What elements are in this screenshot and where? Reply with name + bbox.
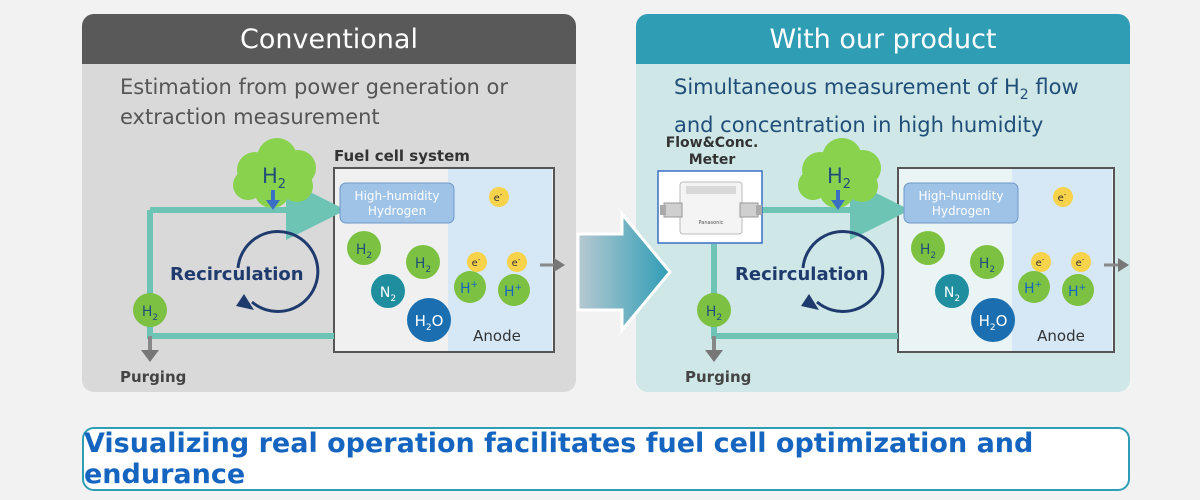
svg-text:N2: N2 [944, 285, 960, 304]
meter-label-line1: Flow&Conc. [666, 135, 759, 151]
right-outlet-arrow [1118, 258, 1129, 272]
right-recirculation-arc [801, 230, 885, 313]
right-pipe-h2-molecule [697, 293, 731, 327]
right-gas-box [903, 182, 1019, 224]
product-header: With our product [636, 14, 1130, 64]
left-recirculation-arrowhead [236, 294, 254, 310]
svg-text:H+: H+ [504, 283, 522, 300]
conclusion-banner: Visualizing real operation facilitates f… [82, 427, 1130, 491]
product-subtitle-line2: and concentration in high humidity [674, 113, 1044, 138]
right-cloud-h2: H2 [827, 164, 851, 192]
left-cloud-arrow [266, 200, 280, 210]
svg-text:H2O: H2O [979, 312, 1008, 333]
left-electron-2 [467, 252, 487, 272]
product-subtitle: Simultaneous measurement of H2 flow and … [674, 72, 1079, 140]
svg-text:H2: H2 [142, 304, 158, 323]
left-gas-box-line1: High-humidity [355, 189, 440, 203]
left-gas-box [339, 182, 455, 224]
svg-text:e-: e- [1036, 256, 1045, 269]
right-recirculation-arrowhead [801, 294, 819, 310]
left-cloud-h2: H2 [262, 164, 286, 192]
right-diagram: Purging Flow&Conc. Meter Panasonic H2 Re… [657, 135, 1129, 386]
svg-text:N2: N2 [380, 285, 396, 304]
right-n2-molecule [935, 274, 969, 308]
right-cloud-arrow [831, 200, 845, 210]
right-h2o-molecule [971, 298, 1015, 342]
svg-text:e-: e- [512, 256, 521, 269]
right-anode-label: Anode [1037, 327, 1085, 345]
conventional-subtitle-line1: Estimation from power generation or [120, 75, 508, 99]
right-h2-molecule-1 [911, 231, 945, 265]
left-diagram: Fuel cell system Purging H2 Recirculatio… [120, 138, 565, 386]
svg-text:H2: H2 [706, 304, 722, 323]
left-pipe-h2-molecule [133, 293, 167, 327]
right-purge-arrow [705, 350, 723, 362]
svg-text:e-: e- [472, 256, 481, 269]
left-recirculation-label: Recirculation [170, 264, 304, 285]
right-gas-box-line2: Hydrogen [932, 204, 990, 218]
right-h2-molecule-2 [970, 245, 1004, 279]
svg-text:H2: H2 [356, 242, 372, 261]
left-electron-1 [489, 187, 509, 207]
left-system-label: Fuel cell system [334, 147, 470, 165]
right-recirculation-label: Recirculation [735, 264, 869, 285]
left-outlet-arrow [554, 258, 565, 272]
svg-text:e-: e- [494, 191, 503, 204]
left-h2-molecule-1 [347, 231, 381, 265]
svg-text:H2: H2 [979, 256, 995, 275]
left-h2-molecule-2 [406, 245, 440, 279]
left-gas-box-line2: Hydrogen [368, 204, 426, 218]
left-h2-cloud [233, 138, 316, 208]
left-hplus-ion-2 [498, 274, 530, 306]
svg-text:e-: e- [1058, 191, 1067, 204]
right-hplus-ion-2 [1062, 274, 1094, 306]
product-subtitle-line1: Simultaneous measurement of H2 flow [674, 75, 1079, 104]
right-electron-2 [1031, 252, 1051, 272]
conventional-header: Conventional [82, 14, 576, 64]
svg-text:H+: H+ [1068, 283, 1086, 300]
svg-text:H+: H+ [1024, 280, 1042, 297]
right-purging-label: Purging [685, 368, 751, 386]
left-h2o-molecule [407, 298, 451, 342]
right-hplus-ion-1 [1018, 271, 1050, 303]
svg-text:e-: e- [1076, 256, 1085, 269]
left-recirculation-arc [236, 230, 320, 313]
left-purge-arrow [141, 350, 159, 362]
transition-arrow-icon [576, 209, 672, 335]
left-electron-3 [507, 252, 527, 272]
svg-text:H2: H2 [920, 242, 936, 261]
right-electron-3 [1071, 252, 1091, 272]
left-hplus-ion-1 [454, 271, 486, 303]
conventional-subtitle-line2: extraction measurement [120, 105, 380, 129]
svg-text:H+: H+ [460, 280, 478, 297]
left-anode-label: Anode [473, 327, 521, 345]
right-h2-cloud [798, 138, 881, 208]
flow-conc-meter-icon: Panasonic [660, 181, 762, 235]
svg-text:H2O: H2O [415, 312, 444, 333]
left-purging-label: Purging [120, 368, 186, 386]
right-gas-box-line1: High-humidity [919, 189, 1004, 203]
conclusion-text: Visualizing real operation facilitates f… [84, 428, 1034, 490]
conventional-subtitle: Estimation from power generation or extr… [120, 72, 508, 132]
left-n2-molecule [371, 274, 405, 308]
svg-text:Panasonic: Panasonic [698, 220, 723, 226]
svg-text:H2: H2 [415, 256, 431, 275]
right-electron-1 [1053, 187, 1073, 207]
meter-label-line2: Meter [689, 152, 736, 168]
